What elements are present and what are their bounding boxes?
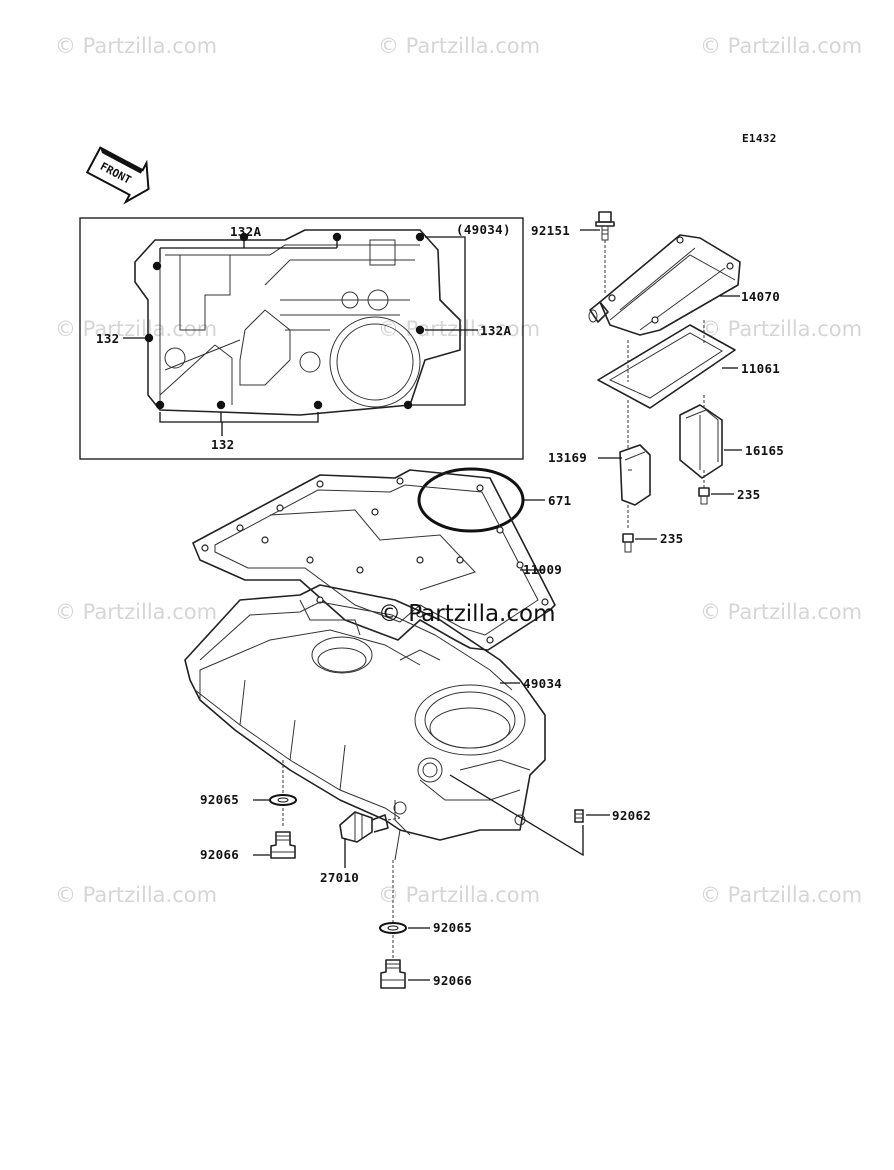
- plug-92062: [449, 774, 610, 857]
- part-label: 235: [737, 487, 760, 502]
- breather-cover: [588, 234, 741, 336]
- part-label: 92065: [433, 920, 472, 935]
- breather-plate: [679, 395, 742, 488]
- watermark: © Partzilla.com: [700, 883, 862, 907]
- inset-label-132A-right: 132A: [480, 323, 511, 338]
- part-labels: 92151 14070 11061 13169 16165 235 235 67…: [200, 223, 784, 988]
- inset-panel: (49034) 132A 132A: [79, 217, 524, 460]
- inset-label-132A-top: 132A: [230, 224, 261, 239]
- watermark-center: © Partzilla.com: [378, 601, 556, 627]
- breather-gasket: [597, 320, 738, 409]
- bolt-235-right: [698, 487, 734, 505]
- part-label: 16165: [745, 443, 784, 458]
- part-label: 27010: [320, 870, 359, 885]
- drain-plug-assembly-bottom: [379, 860, 430, 989]
- bolt-92151: [580, 211, 615, 295]
- part-label: 235: [660, 531, 683, 546]
- part-label: 92151: [531, 223, 570, 238]
- part-label: 49034: [523, 676, 562, 691]
- drain-plug-assembly-left: [253, 760, 297, 859]
- part-label: 92065: [200, 792, 239, 807]
- watermark: © Partzilla.com: [55, 34, 217, 58]
- bracket-13169: [598, 400, 651, 530]
- oil-pan-gasket: [192, 469, 556, 651]
- bolt-235-left: [622, 533, 657, 553]
- inset-label-132-bottom: 132: [211, 437, 234, 452]
- part-label: 11009: [523, 562, 562, 577]
- part-label: 11061: [741, 361, 780, 376]
- o-ring: [417, 467, 545, 533]
- watermark: © Partzilla.com: [378, 883, 540, 907]
- watermark: © Partzilla.com: [55, 317, 217, 341]
- watermark: © Partzilla.com: [700, 34, 862, 58]
- watermark: © Partzilla.com: [378, 317, 540, 341]
- watermark: © Partzilla.com: [55, 600, 217, 624]
- inset-title: (49034): [456, 222, 511, 237]
- part-label: 92066: [433, 973, 472, 988]
- inset-bolts: [144, 232, 425, 410]
- inset-label-132-left: 132: [96, 331, 119, 346]
- oil-pressure-switch: [339, 811, 401, 868]
- watermark: © Partzilla.com: [700, 317, 862, 341]
- part-label: 671: [548, 493, 571, 508]
- part-label: 14070: [741, 289, 780, 304]
- watermark: © Partzilla.com: [378, 34, 540, 58]
- part-label: 92062: [612, 808, 651, 823]
- watermark: © Partzilla.com: [700, 600, 862, 624]
- part-label: 13169: [548, 450, 587, 465]
- part-label: 92066: [200, 847, 239, 862]
- oil-pan: [184, 584, 546, 861]
- watermark: © Partzilla.com: [55, 883, 217, 907]
- diagram-code: E1432: [742, 132, 777, 145]
- front-arrow-icon: FRONT: [85, 146, 150, 205]
